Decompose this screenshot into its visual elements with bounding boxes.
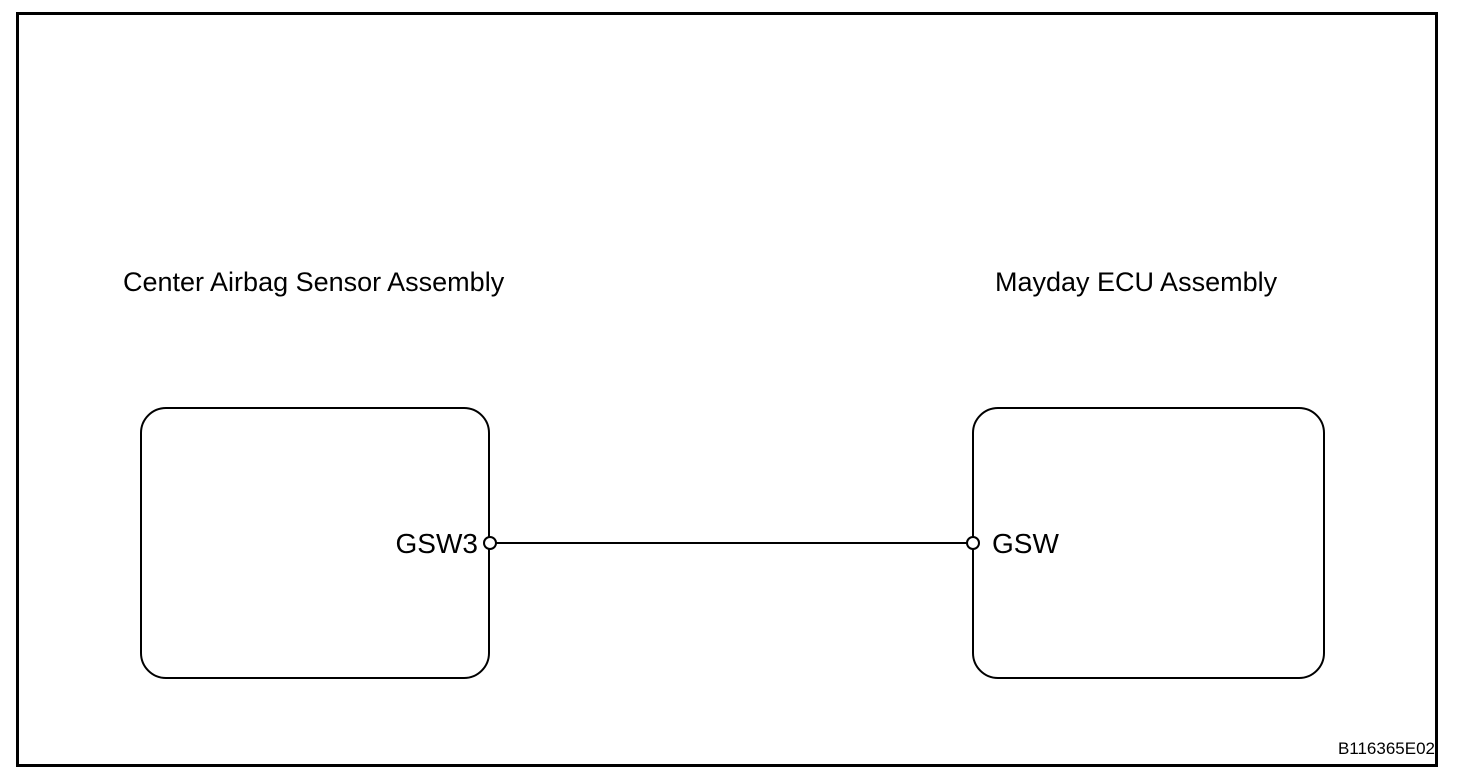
terminal-node-gsw [966,536,980,550]
wire-gsw3-to-gsw [490,542,973,544]
terminal-label-gsw3: GSW3 [395,528,478,559]
diagram-border [16,12,1438,767]
figure-code: B116365E02 [1337,739,1435,758]
terminal-node-gsw3 [483,536,497,550]
component-label-mayday-ecu: Mayday ECU Assembly [995,267,1278,297]
terminal-label-gsw: GSW [992,528,1059,559]
component-label-center-airbag-sensor: Center Airbag Sensor Assembly [123,267,505,297]
